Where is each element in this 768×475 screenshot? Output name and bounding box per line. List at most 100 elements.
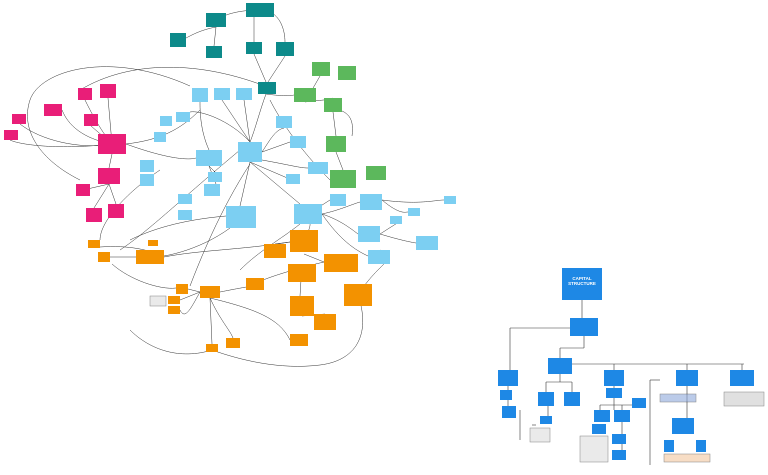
sky-node-22[interactable] — [358, 226, 380, 242]
blue-node-18[interactable] — [612, 450, 626, 460]
blue-node-11[interactable] — [540, 416, 552, 424]
green-node-5[interactable] — [326, 136, 346, 152]
orange-node-12[interactable] — [200, 286, 220, 298]
blue-node-13[interactable] — [632, 398, 646, 408]
blue-node-19[interactable] — [672, 418, 694, 434]
orange-node-11[interactable] — [168, 296, 180, 304]
curve-connector-44 — [321, 213, 369, 257]
blue-node-12[interactable] — [606, 388, 622, 398]
sky-node-3[interactable] — [236, 88, 252, 100]
orange-node-2[interactable] — [264, 244, 286, 258]
orange-node-10[interactable] — [176, 284, 188, 294]
teal-node-7[interactable] — [258, 82, 276, 94]
curve-connector-24 — [108, 183, 117, 205]
sky-node-6[interactable] — [196, 150, 222, 166]
pink-node-9[interactable] — [76, 184, 90, 196]
pink-node-10[interactable] — [86, 208, 102, 222]
blue-node-2[interactable] — [548, 358, 572, 374]
green-node-4[interactable] — [324, 98, 342, 112]
pink-node-6[interactable] — [4, 130, 18, 140]
blue-node-1[interactable] — [570, 318, 598, 336]
green-node-3[interactable] — [294, 88, 316, 102]
blue-node-8[interactable] — [502, 406, 516, 418]
teal-node-6[interactable] — [276, 42, 294, 56]
blue-node-3[interactable] — [498, 370, 518, 386]
sky-node-27[interactable] — [408, 208, 420, 216]
green-node-1[interactable] — [312, 62, 330, 76]
pink-node-8[interactable] — [98, 168, 120, 184]
orange-node-16[interactable] — [168, 306, 180, 314]
sky-node-14[interactable] — [226, 206, 256, 228]
sky-node-18[interactable] — [178, 194, 192, 204]
pink-node-5[interactable] — [12, 114, 26, 124]
green-node-6[interactable] — [330, 170, 356, 188]
sky-node-10[interactable] — [208, 172, 222, 182]
curve-connector-40 — [321, 201, 361, 215]
sky-node-23[interactable] — [416, 236, 438, 250]
sky-node-7[interactable] — [238, 142, 262, 162]
sky-node-9[interactable] — [290, 136, 306, 148]
orange-node-15[interactable] — [314, 314, 336, 330]
orange-node-1[interactable] — [290, 230, 318, 252]
orange-node-19[interactable] — [290, 334, 308, 346]
green-node-7[interactable] — [366, 166, 386, 180]
fine-print-block-3 — [579, 435, 609, 463]
blue-node-6[interactable] — [730, 370, 754, 386]
teal-node-4[interactable] — [206, 46, 222, 58]
sky-node-17[interactable] — [360, 194, 382, 210]
pink-node-7[interactable] — [98, 134, 126, 154]
green-node-2[interactable] — [338, 66, 356, 80]
sky-node-12[interactable] — [286, 174, 300, 184]
teal-node-1[interactable] — [246, 3, 274, 17]
teal-node-2[interactable] — [206, 13, 226, 27]
blue-node-17[interactable] — [612, 434, 626, 444]
pink-node-2[interactable] — [78, 88, 92, 100]
blue-node-14[interactable] — [594, 410, 610, 422]
orange-node-9[interactable] — [246, 278, 264, 290]
sky-node-16[interactable] — [330, 194, 346, 206]
blue-node-7[interactable] — [500, 390, 512, 400]
orange-node-13[interactable] — [290, 296, 314, 316]
blue-node-9[interactable] — [538, 392, 554, 406]
orange-node-7[interactable] — [136, 250, 164, 264]
blue-node-21[interactable] — [696, 440, 706, 452]
blue-node-4[interactable] — [604, 370, 624, 386]
sky-node-5[interactable] — [176, 112, 190, 122]
blue-node-10[interactable] — [564, 392, 580, 406]
sky-node-4[interactable] — [160, 116, 172, 126]
sky-node-2[interactable] — [214, 88, 230, 100]
sky-node-13[interactable] — [308, 162, 328, 174]
orange-node-18[interactable] — [226, 338, 240, 348]
teal-node-3[interactable] — [170, 33, 186, 47]
sky-node-15[interactable] — [294, 204, 322, 224]
sky-node-21[interactable] — [140, 174, 154, 186]
pink-node-3[interactable] — [100, 84, 116, 98]
curve-connector-61 — [209, 297, 291, 341]
teal-node-5[interactable] — [246, 42, 262, 54]
orange-node-5[interactable] — [88, 240, 100, 248]
sky-node-19[interactable] — [178, 210, 192, 220]
blue-node-15[interactable] — [614, 410, 630, 422]
orange-node-17[interactable] — [206, 344, 218, 352]
capital-structure-node[interactable]: CAPITAL STRUCTURE — [562, 268, 602, 300]
sky-node-1[interactable] — [192, 88, 208, 102]
sky-node-20[interactable] — [140, 160, 154, 172]
pink-node-11[interactable] — [108, 204, 124, 218]
blue-node-5[interactable] — [676, 370, 698, 386]
orange-node-8[interactable] — [148, 240, 158, 246]
sky-node-28[interactable] — [154, 132, 166, 142]
blue-node-16[interactable] — [592, 424, 606, 434]
pink-node-1[interactable] — [44, 104, 62, 116]
blue-node-20[interactable] — [664, 440, 674, 452]
sky-node-8[interactable] — [276, 116, 292, 128]
sky-node-26[interactable] — [444, 196, 456, 204]
sky-node-11[interactable] — [204, 184, 220, 196]
orange-node-3[interactable] — [324, 254, 358, 272]
sky-node-24[interactable] — [368, 250, 390, 264]
fine-print-block-6 — [149, 295, 167, 307]
pink-node-4[interactable] — [84, 114, 98, 126]
sky-node-25[interactable] — [390, 216, 402, 224]
orange-node-14[interactable] — [344, 284, 372, 306]
orange-node-4[interactable] — [288, 264, 316, 282]
orange-node-6[interactable] — [98, 252, 110, 262]
